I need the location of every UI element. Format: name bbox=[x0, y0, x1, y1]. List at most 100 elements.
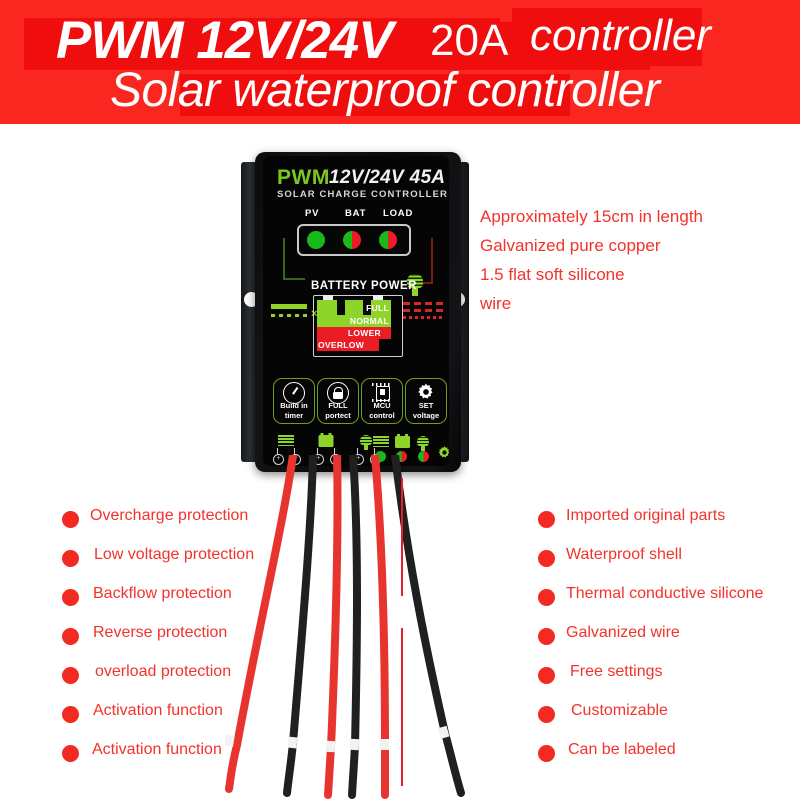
banner-highlight-block-4 bbox=[180, 74, 570, 116]
list-item: Customizable bbox=[538, 700, 794, 739]
list-item: Can be labeled bbox=[538, 739, 794, 778]
bullet-dot-icon bbox=[538, 511, 555, 528]
header-banner: PWM 12V/24V 20A controller Solar waterpr… bbox=[0, 0, 800, 124]
feature-box-voltage: SET voltage bbox=[405, 378, 447, 424]
list-item: Activation function bbox=[62, 700, 332, 739]
wire-black-3 bbox=[391, 451, 449, 737]
gauge-label-normal: NORMAL bbox=[349, 316, 389, 326]
list-item: Overcharge protection bbox=[62, 505, 332, 544]
spec-note-1: Approximately 15cm in length bbox=[480, 207, 704, 226]
wire-tips bbox=[224, 725, 450, 753]
banner-highlight-block-2 bbox=[512, 8, 702, 66]
gauge-label-full: FULL bbox=[366, 303, 389, 313]
led-indicator-panel bbox=[297, 224, 411, 256]
load-dash-line-2 bbox=[403, 309, 445, 312]
feature-label-timer: Build in timer bbox=[274, 401, 314, 420]
spec-note-4: wire bbox=[480, 294, 512, 313]
feature-right-6: Customizable bbox=[571, 702, 668, 719]
wire-red-1 bbox=[233, 451, 297, 749]
legend-lamp-icon bbox=[417, 436, 429, 451]
battery-gauge: FULL NORMAL LOWER OVERLOW bbox=[317, 295, 391, 352]
list-item: Low voltage protection bbox=[62, 544, 332, 583]
battery-icon bbox=[318, 432, 334, 447]
legend-battery-icon bbox=[395, 433, 410, 448]
list-item: Galvanized wire bbox=[538, 622, 794, 661]
legend-solar-panel-icon bbox=[373, 436, 389, 448]
legend-led-bat bbox=[396, 451, 407, 462]
spec-note-2: Galvanized pure copper bbox=[480, 236, 661, 255]
terminal-solar-plus: + bbox=[273, 454, 284, 465]
feature-box-mcu: MCU control bbox=[361, 378, 403, 424]
feature-right-7: Can be labeled bbox=[568, 741, 676, 758]
load-dash-line-1 bbox=[403, 302, 445, 305]
list-item: Thermal conductive silicone bbox=[538, 583, 794, 622]
cross-mark-icon: × bbox=[311, 308, 318, 320]
led-label-pv: PV bbox=[305, 208, 320, 219]
gauge-label-lower: LOWER bbox=[347, 328, 381, 338]
bullet-dot-icon bbox=[538, 745, 555, 762]
panel-dots-icon bbox=[271, 314, 311, 317]
led-label-load: LOAD bbox=[383, 208, 414, 219]
gauge-band-overlow bbox=[317, 339, 379, 351]
list-item: Imported original parts bbox=[538, 505, 794, 544]
panel-bar-icon bbox=[271, 304, 307, 309]
clock-icon bbox=[283, 382, 305, 404]
led-load bbox=[379, 231, 397, 249]
load-dash-line-3 bbox=[403, 316, 445, 319]
indicator-legend bbox=[373, 433, 449, 465]
feature-left-4: Reverse protection bbox=[93, 624, 228, 641]
led-label-row: PV BAT LOAD bbox=[263, 208, 449, 222]
battery-terminal-right bbox=[373, 295, 383, 301]
lamp-icon bbox=[360, 435, 372, 450]
bullet-dot-icon bbox=[62, 667, 79, 684]
feature-right-5: Free settings bbox=[570, 663, 663, 680]
feature-right-1: Imported original parts bbox=[566, 507, 726, 524]
gauge-band-lower bbox=[317, 327, 391, 339]
bullet-dot-icon bbox=[62, 511, 79, 528]
bullet-dot-icon bbox=[62, 745, 79, 762]
feature-right-4: Galvanized wire bbox=[566, 624, 680, 641]
feature-right-2: Waterproof shell bbox=[566, 546, 682, 563]
trace-line-left bbox=[283, 238, 305, 280]
feature-left-3: Backflow protection bbox=[93, 585, 232, 602]
device-brand-label: PWM bbox=[277, 166, 330, 189]
feature-timer-line2: timer bbox=[284, 410, 304, 420]
gauge-band-normal bbox=[317, 315, 391, 327]
feature-right-3: Thermal conductive silicone bbox=[566, 585, 764, 602]
bullet-dot-icon bbox=[538, 706, 555, 723]
bullet-dot-icon bbox=[62, 550, 79, 567]
feature-left-5: overload protection bbox=[95, 663, 232, 680]
bullet-dot-icon bbox=[62, 706, 79, 723]
feature-left-6: Activation function bbox=[93, 702, 223, 719]
feature-label-protection: FULL portect bbox=[318, 401, 358, 420]
banner-subtitle: Solar waterproof controller bbox=[110, 64, 660, 117]
wire-harness bbox=[224, 451, 515, 800]
list-item: Activation function bbox=[62, 739, 332, 778]
list-item: Free settings bbox=[538, 661, 794, 700]
feature-protection-line2: portect bbox=[325, 410, 351, 420]
bullet-dot-icon bbox=[62, 628, 79, 645]
feature-label-voltage: SET voltage bbox=[406, 401, 446, 420]
chip-icon bbox=[372, 382, 392, 402]
list-item: Backflow protection bbox=[62, 583, 332, 622]
feature-protection-line1: FULL bbox=[328, 401, 348, 410]
banner-title-amperage: 20A bbox=[430, 16, 509, 65]
lock-icon bbox=[327, 382, 349, 404]
feature-mcu-line1: MCU bbox=[373, 401, 391, 410]
lamp-icon bbox=[407, 274, 423, 296]
banner-title-tail: controller bbox=[530, 11, 711, 60]
legend-led-green bbox=[375, 451, 386, 462]
solar-panel-icon bbox=[278, 435, 294, 447]
bullet-dot-icon bbox=[62, 589, 79, 606]
gear-icon bbox=[437, 445, 449, 465]
wire-black-2 bbox=[349, 451, 361, 749]
bullet-dot-icon bbox=[538, 667, 555, 684]
led-bat bbox=[343, 231, 361, 249]
legend-led-load bbox=[418, 451, 429, 462]
led-pv bbox=[307, 231, 325, 249]
bullet-dot-icon bbox=[538, 589, 555, 606]
feature-voltage-line2: voltage bbox=[412, 410, 440, 420]
device-spec-label: 12V/24V 45A bbox=[329, 167, 446, 188]
bullet-dot-icon bbox=[538, 550, 555, 567]
